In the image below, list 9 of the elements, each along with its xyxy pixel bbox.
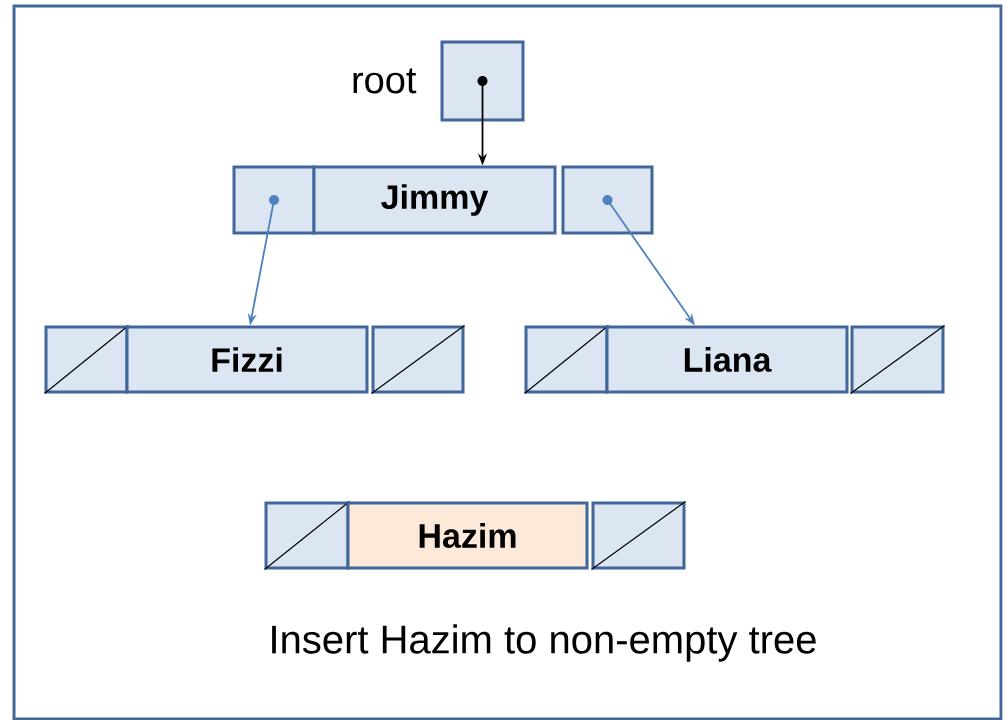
pointer-box (440, 40, 525, 122)
caption: Insert Hazim to non-empty tree (272, 624, 816, 662)
pointer-box (370, 324, 466, 395)
data-box: Hazim (346, 501, 589, 570)
pointer-box (561, 165, 654, 235)
pointer-box (849, 324, 946, 395)
pointer-label: root (353, 68, 417, 94)
pointer-box (590, 500, 687, 571)
pointer-box (232, 165, 316, 235)
